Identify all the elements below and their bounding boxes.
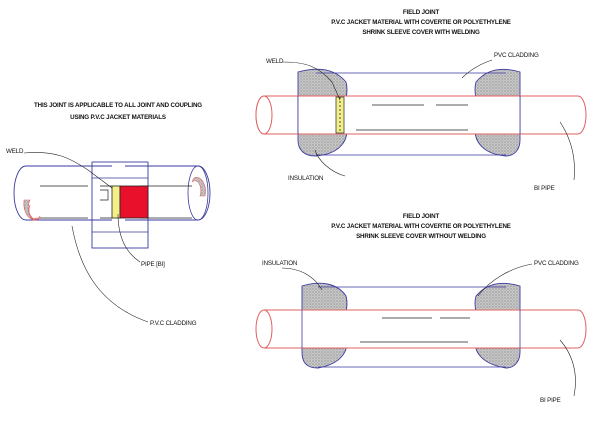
left-end-insulation	[23, 199, 41, 220]
left-weld-leader	[23, 152, 113, 189]
top-title-line3: SHRINK SLEEVE COVER WITH WELDING	[362, 29, 480, 36]
bottom-insulation-leader	[281, 267, 323, 291]
left-pipe-left-cladding	[13, 165, 112, 221]
bottom-pipe-leader	[559, 339, 576, 397]
top-cladding-leader	[461, 59, 493, 79]
left-label-cladding: P.V.C CLADDING	[150, 320, 197, 327]
left-title-line2: USING P.V.C JACKET MATERIALS	[70, 114, 166, 121]
top-insulation-leader	[314, 149, 346, 177]
bottom-label-cladding: PVC CLADDING	[534, 260, 579, 267]
bottom-label-insulation: INSULATION	[262, 260, 297, 267]
left-title-line1: THIS JOINT IS APPLICABLE TO ALL JOINT AN…	[34, 102, 202, 109]
right-end-ellipse	[187, 165, 209, 221]
top-title-line2: P.V.C JACKET MATERIAL WITH COVERTIE OR P…	[331, 19, 511, 26]
left-end-pipe-arc	[28, 204, 41, 221]
bottom-label-pipe: BI PIPE	[540, 397, 561, 404]
top-label-pipe: BI PIPE	[534, 185, 555, 192]
top-pipe-mask	[298, 96, 520, 134]
left-label-weld: WELD	[6, 148, 24, 155]
right-end-insulation	[191, 177, 206, 197]
top-pvc-cladding	[316, 72, 506, 156]
top-right-joint-diagram: FIELD JOINT P.V.C JACKET MATERIAL WITH C…	[255, 9, 587, 192]
top-title-line1: FIELD JOINT	[403, 9, 440, 16]
bottom-pipe-mask	[264, 310, 586, 348]
top-label-weld: WELD	[266, 58, 284, 65]
bottom-title-line1: FIELD JOINT	[403, 213, 440, 220]
top-pipe-end-left	[255, 95, 273, 135]
bottom-title-line2: P.V.C JACKET MATERIAL WITH COVERTIE OR P…	[331, 223, 511, 230]
bottom-pvc-cladding	[318, 286, 506, 368]
left-joint-diagram: THIS JOINT IS APPLICABLE TO ALL JOINT AN…	[6, 102, 211, 327]
left-pipe-leader	[117, 213, 141, 263]
left-label-pipe: PIPE [BI]	[141, 261, 165, 268]
bottom-title-line3: SHRINK SLEEVE COVER WITHOUT WELDING	[356, 233, 486, 240]
bottom-right-joint-diagram: FIELD JOINT P.V.C JACKET MATERIAL WITH C…	[255, 213, 587, 404]
bottom-pipe-end-right	[577, 309, 587, 349]
left-pipe-block	[119, 185, 149, 219]
top-label-insulation: INSULATION	[288, 175, 323, 182]
pipe-step	[100, 189, 109, 201]
top-label-cladding: PVC CLADDING	[494, 52, 539, 59]
bottom-cladding-leader	[477, 263, 533, 297]
bottom-pipe-end-left	[255, 309, 273, 349]
left-cladding-leader	[71, 225, 149, 323]
left-weld-band	[111, 185, 121, 219]
top-pipe-leader	[559, 121, 575, 181]
top-weld-leader	[282, 61, 341, 101]
